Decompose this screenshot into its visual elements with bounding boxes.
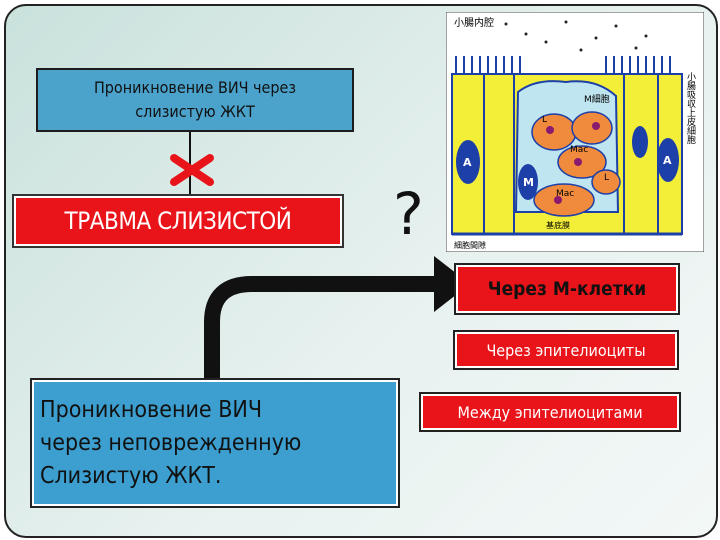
intact-line-3: Слизистую ЖКТ.: [40, 462, 222, 489]
diagram-mac-label-2: Mac: [556, 189, 574, 199]
diagram-lumen-label: 小腸内腔: [454, 16, 494, 29]
title-box: Проникновение ВИЧ через слизистую ЖКТ: [36, 68, 354, 132]
trauma-box: ТРАВМА СЛИЗИСТОЙ: [12, 194, 344, 248]
diagram-l-label-1: L: [542, 115, 547, 125]
diagram-l-label-2: L: [604, 173, 609, 183]
route-epithelial: Через эпителиоциты: [453, 330, 679, 370]
diagram-a-label-2: A: [663, 154, 672, 167]
route-between: Между эпителиоцитами: [419, 392, 681, 432]
question-mark: ?: [393, 180, 424, 248]
intestine-diagram: 小腸内腔 小腸吸収上皮細胞 M細胞 L Mac Mac L: [446, 12, 704, 252]
title-line-2: слизистую ЖКТ: [135, 102, 255, 121]
diagram-bottom-label-1: 細胞間隙: [454, 240, 486, 250]
title-line-1: Проникновение ВИЧ через: [93, 78, 297, 97]
diagram-mcell-label: M細胞: [584, 93, 610, 105]
diagram-bottom-label-2: 基底膜: [546, 220, 570, 230]
diagram-m-label: M: [523, 176, 534, 189]
diagram-a-label-1: A: [463, 156, 472, 169]
diagram-mac-label-1: Mac: [570, 145, 588, 155]
intact-line-1: Проникновение ВИЧ: [40, 396, 263, 423]
diagram-side-label: 小腸吸収上皮細胞: [685, 72, 696, 145]
route-m-cells: Через М-клетки: [454, 263, 680, 315]
intact-line-2: через неповрежденную: [40, 429, 302, 456]
intact-mucosa-box: Проникновение ВИЧ через неповрежденную С…: [30, 378, 400, 508]
